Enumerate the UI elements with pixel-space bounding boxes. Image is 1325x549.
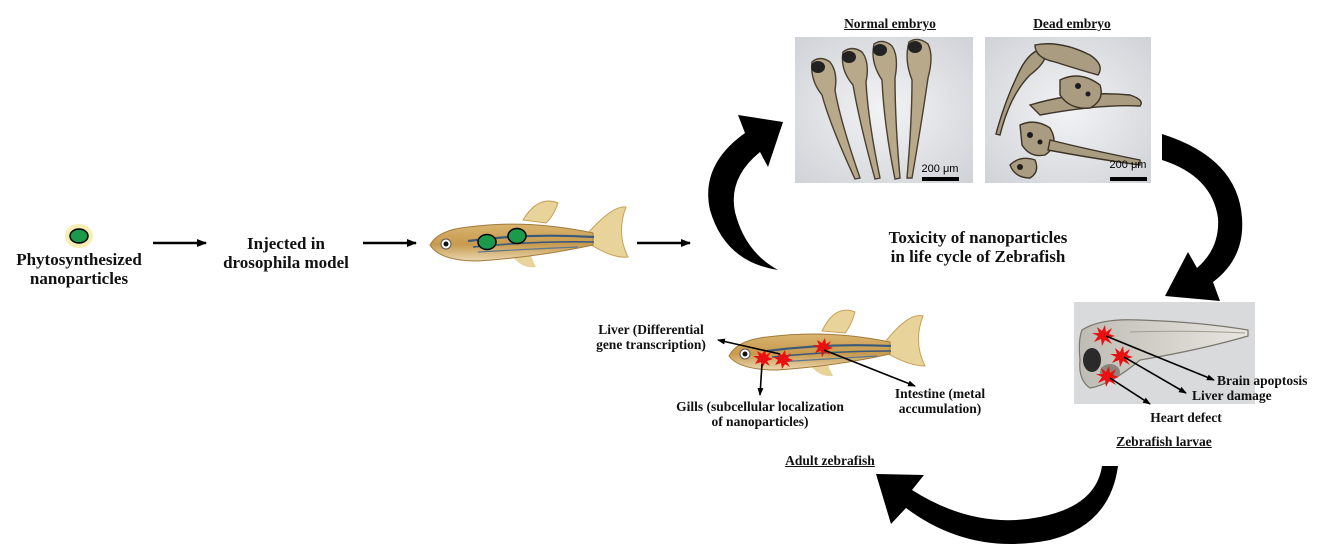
label-dead-embryo: Dead embryo (1000, 16, 1144, 31)
label-toxicity-title: Toxicity of nanoparticles in life cycle … (848, 228, 1108, 266)
cycle-arrow-to-larvae (1162, 134, 1242, 301)
label-injected-drosophila: Injected in drosophila model (208, 234, 364, 272)
label-brain-apoptosis: Brain apoptosis (1217, 373, 1325, 388)
label-intestine: Intestine (metal accumulation) (880, 386, 1000, 416)
label-adult-zebrafish: Adult zebrafish (768, 453, 892, 468)
label-normal-embryo: Normal embryo (818, 16, 962, 31)
label-phytosynthesized-nanoparticles: Phytosynthesized nanoparticles (4, 250, 154, 288)
scale-bar-label-normal: 200 μm (922, 163, 959, 175)
zebrafish-injected-image (430, 201, 628, 267)
nanoparticle-in-fish-1 (478, 235, 496, 250)
label-liver-differential: Liver (Differential gene transcription) (576, 322, 726, 352)
nanoparticle-icon (65, 224, 93, 248)
cycle-arrow-to-adult (876, 466, 1118, 544)
dead-embryo-image: 200 μm (985, 37, 1151, 183)
scale-bar-label-dead: 200 μm (1110, 159, 1147, 171)
label-zebrafish-larvae: Zebrafish larvae (1096, 434, 1232, 449)
nanoparticle-in-fish-2 (508, 229, 526, 244)
adult-zebrafish-image (729, 310, 925, 376)
label-heart-defect: Heart defect (1128, 410, 1244, 425)
normal-embryo-image: 200 μm (795, 37, 973, 183)
label-gills: Gills (subcellular localization of nanop… (650, 399, 870, 429)
cycle-arrow-to-embryo (708, 115, 783, 296)
label-liver-damage: Liver damage (1192, 388, 1302, 403)
